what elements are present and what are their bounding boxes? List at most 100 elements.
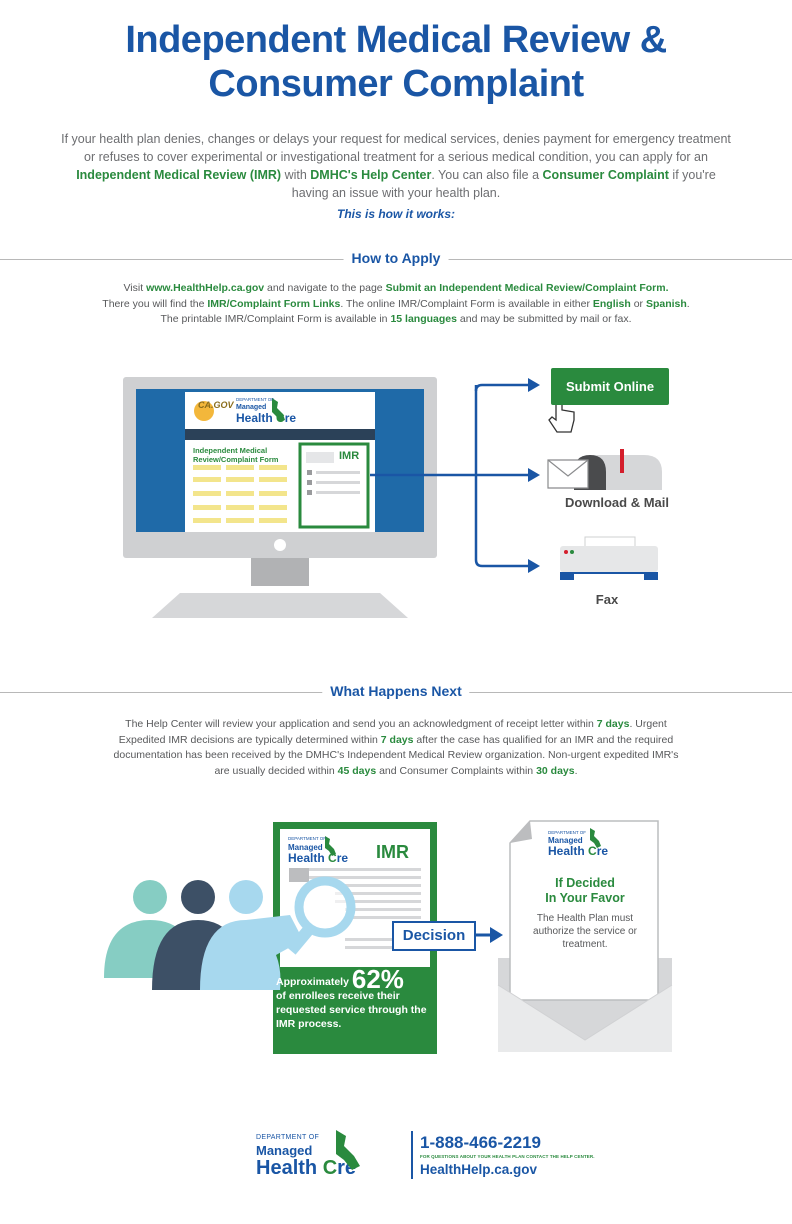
complaint-highlight: Consumer Complaint <box>542 168 669 182</box>
stat-text: of enrollees receive their requested ser… <box>276 990 427 1030</box>
logo-care-c: C <box>588 844 597 858</box>
imr-statistic: Approximately 62% of enrollees receive t… <box>276 966 434 1050</box>
next-text: . Urgent Expedited IMR decisions are typ… <box>118 718 667 746</box>
logo-care-rest: re <box>284 411 297 425</box>
footer-tagline: FOR QUESTIONS ABOUT YOUR HEALTH PLAN CON… <box>420 1154 595 1159</box>
favor-title-line: If Decided <box>555 876 615 890</box>
intro-text: . You can also file a <box>431 168 543 182</box>
imr-doc-dmhc-logo: DEPARTMENT OF Managed Health Cre <box>288 834 348 865</box>
apply-text: Visit <box>123 282 147 294</box>
logo-dept: DEPARTMENT OF <box>256 1134 320 1141</box>
help-center-highlight: DMHC's Help Center <box>310 168 432 182</box>
thumb-logo-block <box>306 452 334 463</box>
title-line-2: Consumer Complaint <box>208 63 584 105</box>
logo-dept: DEPARTMENT OF <box>288 836 327 841</box>
imr-highlight: Independent Medical Review (IMR) <box>76 168 282 182</box>
screen-form-title: Independent Medical Review/Complaint For… <box>193 446 278 464</box>
page-title: Independent Medical Review & Consumer Co… <box>0 18 792 106</box>
thumb-lines <box>316 471 360 494</box>
footer-phone[interactable]: 1-888-466-2219 <box>420 1133 541 1152</box>
download-mail-label[interactable]: Download & Mail <box>565 495 669 510</box>
healthhelp-link[interactable]: www.HealthHelp.ca.gov <box>146 282 265 294</box>
submit-online-button[interactable]: Submit Online <box>551 368 669 405</box>
intro-paragraph: If your health plan denies, changes or d… <box>60 130 732 202</box>
logo-care-c: C <box>276 411 285 425</box>
ca-gov-logo-icon <box>194 401 214 421</box>
favor-description: The Health Plan must authorize the servi… <box>533 913 637 950</box>
form-title-line: Independent Medical <box>193 446 268 455</box>
thumb-checkboxes <box>307 470 312 495</box>
apply-text: The printable IMR/Complaint Form is avai… <box>160 313 391 325</box>
apply-text: There you will find the <box>102 297 208 310</box>
how-it-works-label: This is how it works: <box>336 207 455 221</box>
arrow-right-icon <box>528 378 540 392</box>
english-highlight: English <box>592 297 631 310</box>
screen-dmhc-logo: DEPARTMENT OF Managed Health Cre <box>236 396 296 425</box>
section-label: How to Apply <box>343 250 449 266</box>
people-group-icon <box>104 880 303 990</box>
imr-doc-title: IMR <box>376 842 409 862</box>
apply-text: and navigate to the page <box>264 282 386 294</box>
stat-text: Approximately <box>276 976 352 988</box>
california-shape-icon <box>325 836 336 856</box>
monitor-neck <box>251 558 309 586</box>
arrow-right-icon <box>528 559 540 573</box>
spanish-highlight: Spanish <box>645 297 687 310</box>
mailbox-icon <box>547 449 662 490</box>
arrow-right-icon <box>528 468 540 482</box>
california-shape-icon <box>272 398 285 422</box>
apply-text: . <box>686 297 690 310</box>
stat-percent: 62% <box>351 964 404 994</box>
fax-icon <box>560 536 658 582</box>
magnifier-icon <box>286 876 356 955</box>
next-text: after the case has qualified for an IMR … <box>113 733 679 777</box>
intro-text: if you're having an issue with your heal… <box>291 168 716 200</box>
letter-dmhc-logo: DEPARTMENT OF Managed Health Cre <box>548 829 608 858</box>
logo-health: Health <box>236 411 273 425</box>
monitor-base <box>152 593 408 618</box>
logo-health: Health <box>288 851 325 865</box>
links-highlight: IMR/Complaint Form Links <box>207 297 341 310</box>
intro-text: If your health plan denies, changes or d… <box>61 132 731 164</box>
ca-gov-logo: CA.GOV <box>198 400 234 410</box>
logo-dept: DEPARTMENT OF <box>548 830 587 835</box>
decision-box: Decision <box>392 921 476 951</box>
envelope-letter-icon <box>497 820 673 1052</box>
screen-imr-label: IMR <box>339 450 360 462</box>
next-paragraph: The Help Center will review your applica… <box>112 717 680 779</box>
imr-doc-lines <box>289 868 421 949</box>
next-text: . <box>574 764 578 777</box>
form-title-line: Review/Complaint Form <box>193 455 279 464</box>
arrow-heads <box>528 378 540 573</box>
days-highlight: 45 days <box>337 764 377 777</box>
page-highlight: Submit an Independent Medical Review/Com… <box>385 282 669 294</box>
logo-managed: Managed <box>288 843 323 852</box>
logo-managed: Managed <box>548 836 583 845</box>
footer-website-link[interactable]: HealthHelp.ca.gov <box>420 1162 538 1177</box>
days-highlight: 7 days <box>596 718 630 730</box>
logo-dept: DEPARTMENT OF <box>236 397 275 402</box>
option-connectors <box>370 383 530 568</box>
title-line-1: Independent Medical Review & <box>125 19 667 61</box>
fax-label[interactable]: Fax <box>595 592 619 607</box>
favor-title: If Decided In Your Favor <box>515 876 655 906</box>
section-label: What Happens Next <box>322 683 470 699</box>
form-fields <box>193 465 287 523</box>
apply-text: or <box>630 297 646 310</box>
screen-navbar <box>185 429 375 440</box>
apply-text: and may be submitted by mail or fax. <box>456 313 632 325</box>
logo-care-c: C <box>328 851 337 865</box>
logo-care-rest: re <box>596 844 609 858</box>
intro-text: with <box>281 168 311 182</box>
arrow-right-icon <box>490 927 503 943</box>
monitor-power-icon <box>274 539 286 551</box>
hand-cursor-icon <box>548 399 575 433</box>
logo-health: Health <box>548 844 585 858</box>
next-text: and Consumer Complaints within <box>376 764 537 777</box>
next-text: The Help Center will review your applica… <box>125 718 597 730</box>
days-highlight: 30 days <box>536 764 575 777</box>
logo-care-rest: re <box>336 851 349 865</box>
days-highlight: 7 days <box>380 733 414 746</box>
languages-highlight: 15 languages <box>390 313 457 325</box>
